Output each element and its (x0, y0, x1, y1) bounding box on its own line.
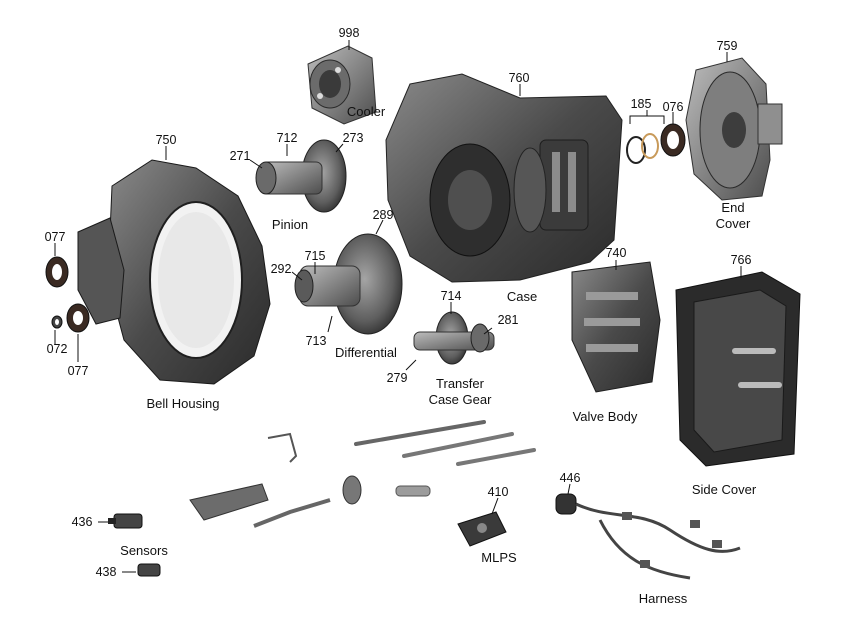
part-number-715: 715 (304, 249, 326, 263)
part-number-998: 998 (338, 26, 360, 40)
label-case: Case (506, 289, 538, 304)
part-number-759: 759 (716, 39, 738, 53)
part-number-279: 279 (386, 371, 408, 385)
cooler-part (308, 46, 376, 124)
part-number-077-upper: 077 (44, 230, 66, 244)
sensor-436-part (108, 514, 142, 528)
pinion-part (256, 140, 346, 212)
part-number-072: 072 (46, 342, 68, 356)
transfer-case-gear-part (414, 312, 494, 364)
seal-076-part (661, 124, 685, 156)
part-number-750: 750 (155, 133, 177, 147)
valve-body-part (572, 262, 660, 392)
seal-072-part (52, 316, 62, 328)
label-side-cover: Side Cover (691, 482, 757, 497)
label-pinion: Pinion (271, 217, 309, 232)
label-sensors: Sensors (120, 543, 168, 558)
side-cover-part (676, 272, 800, 466)
part-number-410: 410 (487, 485, 509, 499)
mlps-part (458, 512, 506, 546)
part-number-185: 185 (630, 97, 652, 111)
part-number-446: 446 (559, 471, 581, 485)
shift-linkage-part (190, 420, 536, 526)
part-number-281: 281 (497, 313, 519, 327)
part-number-766: 766 (730, 253, 752, 267)
label-harness: Harness (638, 591, 688, 606)
part-number-289: 289 (372, 208, 394, 222)
leader-lines (54, 40, 742, 573)
bell-housing-part (78, 160, 270, 384)
label-mlps: MLPS (481, 550, 517, 565)
label-bell-housing: Bell Housing (146, 396, 220, 411)
seal-077-lower-part (67, 304, 89, 332)
part-number-436: 436 (71, 515, 93, 529)
snap-rings-part (627, 134, 658, 163)
part-number-740: 740 (605, 246, 627, 260)
part-number-714: 714 (440, 289, 462, 303)
part-number-077-lower: 077 (67, 364, 89, 378)
label-transfer-case-gear-line1: Transfer (436, 376, 484, 391)
part-number-271: 271 (229, 149, 251, 163)
part-number-713: 713 (305, 334, 327, 348)
seal-077-upper-part (46, 257, 68, 287)
part-number-712: 712 (276, 131, 298, 145)
part-number-273: 273 (342, 131, 364, 145)
part-number-438: 438 (95, 565, 117, 579)
label-end-cover-line1: End (721, 200, 745, 215)
label-transfer-case-gear-line2: Case Gear (428, 392, 492, 407)
label-cooler: Cooler (346, 104, 386, 119)
part-number-760: 760 (508, 71, 530, 85)
label-differential: Differential (335, 345, 397, 360)
part-number-292: 292 (270, 262, 292, 276)
harness-part (556, 494, 740, 578)
part-number-076: 076 (662, 100, 684, 114)
end-cover-part (686, 58, 782, 200)
label-valve-body: Valve Body (572, 409, 638, 424)
case-part (386, 74, 622, 282)
sensor-438-part (138, 564, 160, 576)
label-end-cover-line2: Cover (715, 216, 751, 231)
